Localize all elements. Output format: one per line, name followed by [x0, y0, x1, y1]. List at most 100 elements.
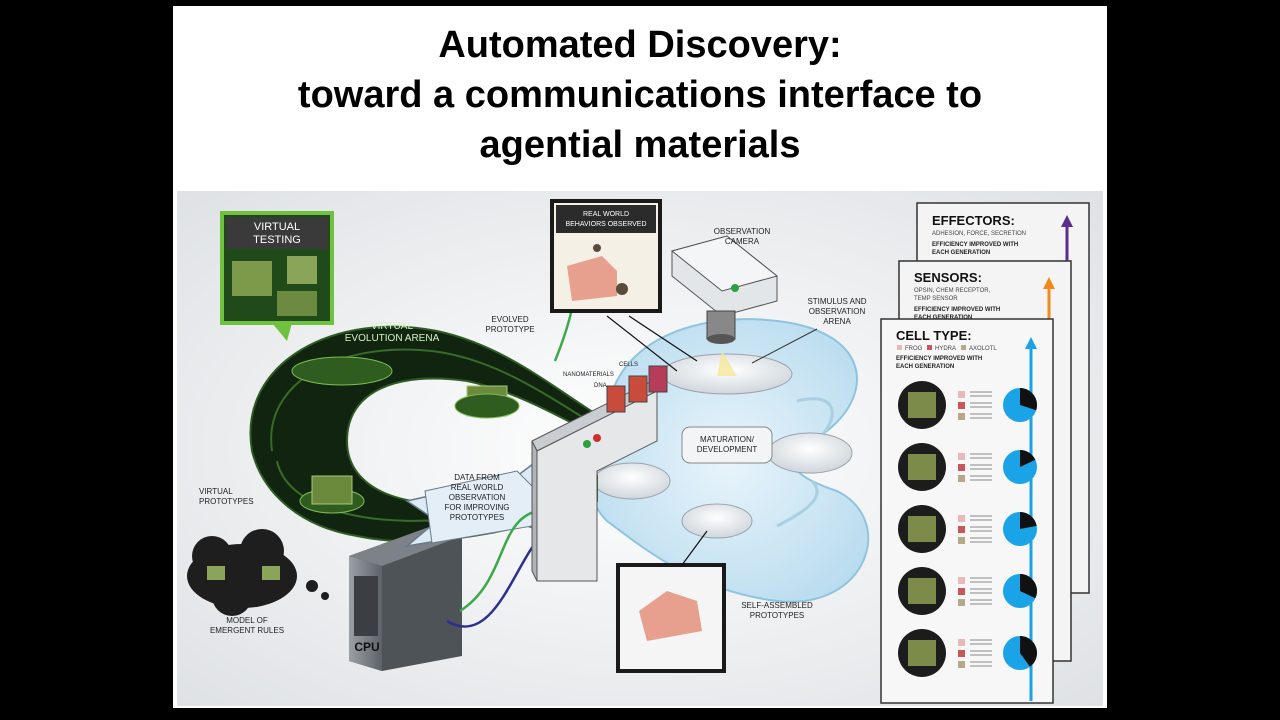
title-line-2: toward a communications interface to [297, 74, 983, 116]
cell-legend-swatch [958, 639, 965, 646]
efficiency-pie-slice [1020, 388, 1037, 411]
efficiency-pie-slice [1020, 636, 1037, 667]
cell-legend-swatch [958, 402, 965, 409]
dna-vial [606, 385, 626, 413]
cell-cluster [908, 516, 936, 542]
maturation-label-1: MATURATION/ [700, 435, 755, 444]
virtual-testing-label-2: TESTING [253, 234, 301, 246]
real-world-label-2: BEHAVIORS OBSERVED [565, 221, 646, 228]
camera-light-beam [717, 351, 737, 376]
cell-type-rows [898, 381, 1037, 677]
cell-legend-swatch [958, 650, 965, 657]
cell-type-row [898, 629, 1037, 677]
inset-pointer-line-1 [628, 315, 698, 362]
nanomaterials-label: NANOMATERIALS [563, 372, 614, 378]
virtual-evolution-label-2: EVOLUTION ARENA [345, 333, 440, 344]
efficiency-pie-slice [1020, 512, 1037, 529]
cell-type-legend-frog: FROG [905, 346, 923, 352]
self-assembled-label-2: PROTOTYPES [750, 611, 805, 620]
real-world-behaviors-inset: REAL WORLD BEHAVIORS OBSERVED [550, 199, 662, 313]
cell-legend-swatch [958, 588, 965, 595]
cell-type-row [898, 443, 1037, 491]
real-world-label-1: REAL WORLD [583, 211, 629, 218]
cpu-label: CPU [354, 640, 379, 654]
sensors-sub-1: OPSIN, CHEM RECEPTOR, [914, 288, 991, 294]
title-line-3: agential materials [479, 124, 801, 166]
efficiency-pie-slice [1020, 450, 1036, 467]
cell-type-row [898, 505, 1037, 553]
cell-legend-swatch [958, 475, 965, 482]
sensors-title: SENSORS: [914, 270, 982, 285]
cell-legend-swatch [958, 391, 965, 398]
slide: Automated Discovery: toward a communicat… [173, 6, 1107, 708]
title-line-1: Automated Discovery: [438, 24, 842, 66]
virtual-evolution-label-1: VIRTUAL [371, 321, 413, 332]
cell-legend-swatch [958, 453, 965, 460]
lab-bench [531, 380, 658, 582]
slide-title: Automated Discovery: toward a communicat… [173, 20, 1107, 170]
evolved-prototype-label-2: PROTOTYPE [485, 325, 534, 334]
data-arrow-line-3: OBSERVATION [449, 493, 506, 502]
emergent-rules-cloud [187, 529, 329, 616]
observation-camera [670, 235, 779, 344]
self-assembled-inset [616, 530, 726, 673]
data-arrow-line-4: FOR IMPROVING [445, 503, 510, 512]
virtual-prototypes-label-2: PROTOTYPES [199, 497, 254, 506]
cell-type-note-1: EFFICIENCY IMPROVED WITH [896, 356, 982, 362]
cell-cluster [908, 578, 936, 604]
data-arrow-line-2: REAL WORLD [451, 483, 504, 492]
efficiency-pie-slice [1020, 574, 1037, 599]
cell-legend-swatch [958, 599, 965, 606]
cell-legend-swatch [958, 537, 965, 544]
cell-type-row [898, 381, 1037, 429]
stimulus-arena-label-3: ARENA [823, 317, 851, 326]
sensors-sub-2: TEMP SENSOR [914, 296, 958, 302]
cells-label: CELLS [619, 362, 638, 368]
virtual-arena-top-disc [291, 356, 393, 386]
virtual-testing-panel: VIRTUAL TESTING [220, 211, 334, 341]
stimulus-arena-label-2: OBSERVATION [809, 307, 866, 316]
discovery-diagram: VIRTUAL TESTING VIRTUAL EVOLUTION ARENA … [177, 191, 1103, 706]
self-assembly-dish [681, 503, 753, 539]
stimulus-arena-label-1: STIMULUS AND [807, 297, 866, 306]
cell-legend-swatch [958, 413, 965, 420]
cell-legend-swatch [958, 464, 965, 471]
maturation-dish-left [593, 462, 671, 500]
data-arrow-line-5: PROTOTYPES [450, 513, 505, 522]
emergent-rules-label-1: MODEL OF [226, 616, 268, 625]
sensors-note-1: EFFICIENCY IMPROVED WITH [914, 307, 1000, 313]
evolved-prototype-disc [454, 393, 520, 419]
cells-vial [648, 365, 668, 393]
virtual-testing-label-1: VIRTUAL [254, 221, 300, 233]
maturation-dish-right [767, 432, 853, 474]
green-cable [459, 509, 538, 613]
effectors-note-1: EFFICIENCY IMPROVED WITH [932, 242, 1018, 248]
data-feedback-arrow [404, 459, 559, 548]
sensors-note-2: EACH GENERATION [914, 315, 972, 321]
effectors-sub: ADHESION, FORCE, SECRETION [932, 231, 1026, 237]
cell-type-legend-axolotl: AXOLOTL [969, 346, 997, 352]
cell-legend-swatch [958, 526, 965, 533]
evolved-prototype-label-1: EVOLVED [491, 315, 528, 324]
cell-legend-swatch [958, 515, 965, 522]
cell-type-legend-hydra: HYDRA [935, 346, 956, 352]
observation-camera-label-2: CAMERA [725, 237, 760, 246]
inset-pointer-line-2 [606, 315, 678, 372]
cell-type-card: CELL TYPE: FROG HYDRA AXOLOTL EFFICIENCY… [880, 318, 1054, 704]
cell-legend-swatch [958, 661, 965, 668]
cell-cluster [908, 454, 936, 480]
cell-cluster [908, 640, 936, 666]
nanomaterials-vial [628, 375, 648, 403]
virtual-prototypes-label-1: VIRTUAL [199, 487, 233, 496]
maturation-label-2: DEVELOPMENT [697, 445, 758, 454]
data-arrow-line-1: DATA FROM [454, 473, 500, 482]
cell-type-title: CELL TYPE: [896, 328, 972, 343]
cell-type-note-2: EACH GENERATION [896, 364, 954, 370]
stimulus-pointer [751, 328, 818, 364]
effectors-title: EFFECTORS: [932, 213, 1015, 228]
cpu-tower: CPU [349, 526, 462, 671]
maturation-label-box [681, 426, 773, 464]
cell-type-row [898, 567, 1037, 615]
self-assembled-label-1: SELF-ASSEMBLED [741, 601, 813, 610]
observation-camera-label-1: OBSERVATION [714, 227, 771, 236]
